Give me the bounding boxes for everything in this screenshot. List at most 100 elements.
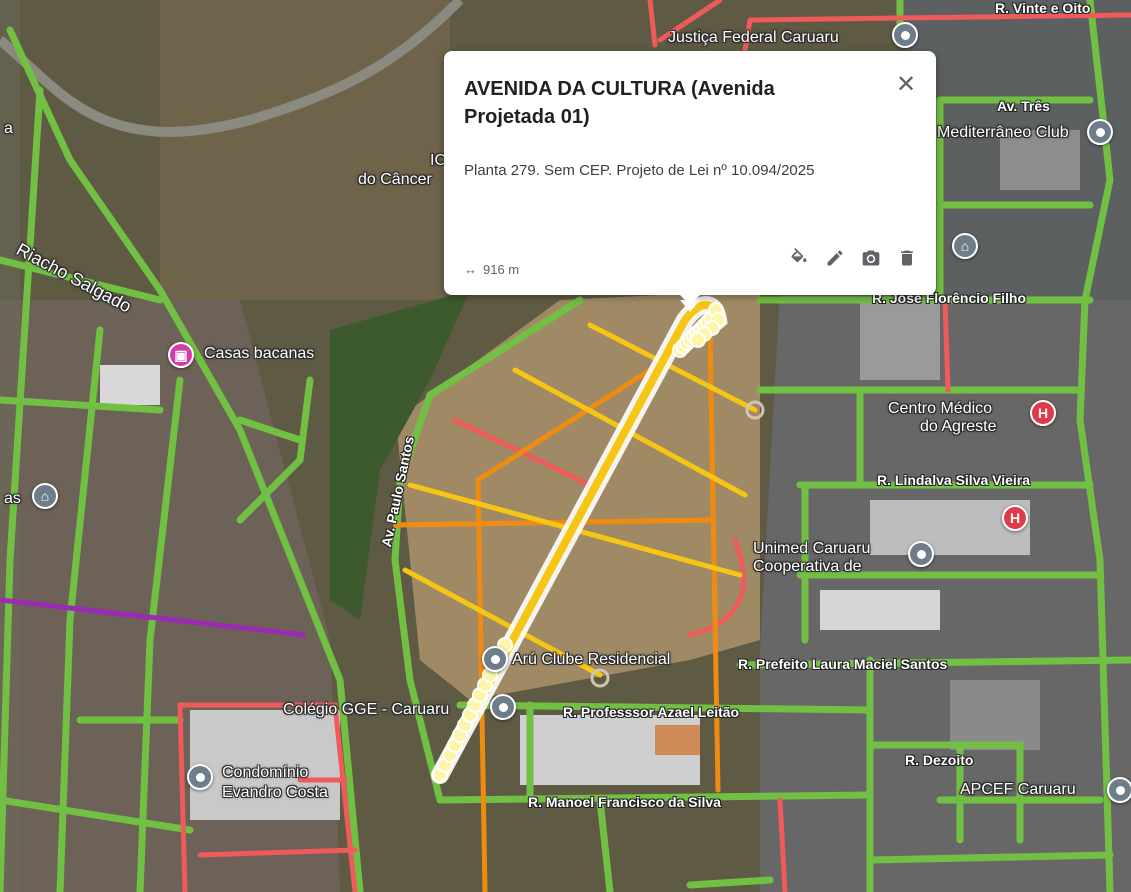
road-red-bottom xyxy=(777,797,788,892)
shopping-pin-casas[interactable]: ▣ xyxy=(168,342,194,368)
feature-info-popup: AVENIDA DA CULTURA (Avenida Projetada 01… xyxy=(444,51,936,305)
label-centro-medico-2: do Agreste xyxy=(920,418,997,435)
popup-title: AVENIDA DA CULTURA (Avenida Projetada 01… xyxy=(464,78,775,128)
road-green-west-diagonal xyxy=(6,26,364,892)
place-pin-mediterraneo[interactable] xyxy=(1087,119,1113,145)
close-icon[interactable]: ✕ xyxy=(895,71,917,98)
shopping-icon: ▣ xyxy=(174,346,188,363)
label-condominio-2: Evandro Costa xyxy=(222,784,328,801)
road-green-mid-curve xyxy=(236,376,314,524)
measurement: ↔ 916 m xyxy=(464,262,519,277)
road-green-west-3 xyxy=(136,376,184,892)
trash-icon[interactable] xyxy=(896,247,918,269)
vertex-handle[interactable] xyxy=(690,332,706,348)
road-green-east xyxy=(1076,0,1114,892)
label-dezoito: R. Dezoito xyxy=(905,752,974,768)
building-white-2 xyxy=(190,710,340,820)
building-gray-1 xyxy=(950,680,1040,750)
pin-dot xyxy=(195,772,205,782)
vegetation-strip xyxy=(330,290,470,620)
label-casas: Casas bacanas xyxy=(204,345,315,362)
bank-icon: ⌂ xyxy=(40,488,50,504)
building-white-5 xyxy=(820,590,940,630)
road-red-site-diagonal xyxy=(452,417,603,493)
road-green-dezoito xyxy=(866,741,1024,844)
hospital-pin-centro[interactable]: H xyxy=(1030,400,1056,426)
road-green-av-paulo-north xyxy=(426,296,584,399)
building-orange xyxy=(655,725,700,755)
road-green-west-ring xyxy=(236,416,304,444)
bank-icon: ⌂ xyxy=(960,238,970,254)
road-orange-diagonal xyxy=(475,367,653,483)
road-green-west-2 xyxy=(56,326,104,892)
pin-dot xyxy=(498,702,508,712)
pin-dot xyxy=(1115,785,1125,795)
camera-icon[interactable] xyxy=(860,247,882,269)
place-pin-condominio[interactable] xyxy=(187,764,213,790)
pencil-icon[interactable] xyxy=(824,247,846,269)
construction-site xyxy=(396,290,760,700)
road-green-west-h1 xyxy=(0,396,164,414)
pin-dot xyxy=(1095,127,1105,137)
label-do-cancer: do Câncer xyxy=(358,171,432,188)
road-gray-curve xyxy=(0,0,464,137)
place-pin-colegio[interactable] xyxy=(490,694,516,720)
place-pin-clube[interactable] xyxy=(482,646,508,672)
building-white-4 xyxy=(870,500,1030,555)
label-unimed-1: Unimed Caruaru xyxy=(753,540,871,557)
label-apcef: APCEF Caruaru xyxy=(960,781,1076,798)
hospital-pin-unimed[interactable]: H xyxy=(1002,505,1028,531)
popup-toolbar xyxy=(788,247,918,269)
hospital-icon: H xyxy=(1009,510,1021,526)
label-av-tres: Av. Três xyxy=(997,98,1050,114)
road-yellow-1 xyxy=(587,322,758,413)
road-green-riacho xyxy=(0,256,164,304)
road-green-manoel xyxy=(436,791,874,804)
road-green-bottom-mid xyxy=(596,796,614,892)
road-red-top-2 xyxy=(657,0,723,43)
place-pin-unimed[interactable] xyxy=(908,541,934,567)
road-red-top-1 xyxy=(647,0,658,48)
label-unimed-2: Cooperativa de xyxy=(753,558,862,575)
road-red-top-4 xyxy=(742,17,753,53)
road-red-condominio-2 xyxy=(177,702,188,892)
road-green-bottom-h xyxy=(686,876,774,889)
label-colegio: Colégio GGE - Caruaru xyxy=(283,701,450,718)
road-red-top-3 xyxy=(747,12,1131,23)
label-prefeito: R. Prefeito Laura Maciel Santos xyxy=(738,656,948,672)
place-pin-apcef[interactable] xyxy=(1107,777,1131,803)
road-green-av-paulo xyxy=(391,391,444,804)
building-gray-3 xyxy=(1000,130,1080,190)
landmark-pin-west[interactable]: ⌂ xyxy=(32,483,58,509)
landmark-pin-top[interactable]: ⌂ xyxy=(952,233,978,259)
label-vinte-oito: R. Vinte e Oito xyxy=(995,0,1091,16)
horizontal-arrows-icon: ↔ xyxy=(464,262,477,277)
road-red-condominio-1 xyxy=(177,702,358,892)
label-lindalva: R. Lindalva Silva Vieira xyxy=(877,472,1031,488)
road-red-site-curve xyxy=(687,537,746,638)
road-green-bottom xyxy=(866,851,1114,864)
label-a: a xyxy=(4,120,13,137)
building-white-1 xyxy=(100,365,160,405)
cul-de-sac-2 xyxy=(590,668,610,688)
hospital-icon: H xyxy=(1037,405,1049,421)
road-yellow-4 xyxy=(402,567,603,678)
popup-description: Planta 279. Sem CEP. Projeto de Lei nº 1… xyxy=(464,162,815,179)
label-clube: Arú Clube Residencial xyxy=(512,651,671,668)
label-justica: Justiça Federal Caruaru xyxy=(668,29,839,46)
pin-dot xyxy=(490,654,500,664)
road-red-v-florencio xyxy=(942,297,951,393)
label-condominio-1: Condomínio xyxy=(222,764,309,781)
pin-dot xyxy=(900,30,910,40)
road-green-prefeito xyxy=(736,656,1131,669)
building-gray-2 xyxy=(860,300,940,380)
place-pin-justica[interactable] xyxy=(892,22,918,48)
road-orange-v-east xyxy=(707,327,721,793)
road-green-west-vertical xyxy=(0,86,44,892)
road-red-condominio-3 xyxy=(197,847,358,858)
road-green-west-h2 xyxy=(0,796,194,834)
paint-bucket-icon[interactable] xyxy=(788,247,810,269)
label-manoel: R. Manoel Francisco da Silva xyxy=(528,794,721,810)
label-centro-medico-1: Centro Médico xyxy=(888,400,993,417)
label-mediterraneo: Mediterrâneo Club xyxy=(937,124,1069,141)
